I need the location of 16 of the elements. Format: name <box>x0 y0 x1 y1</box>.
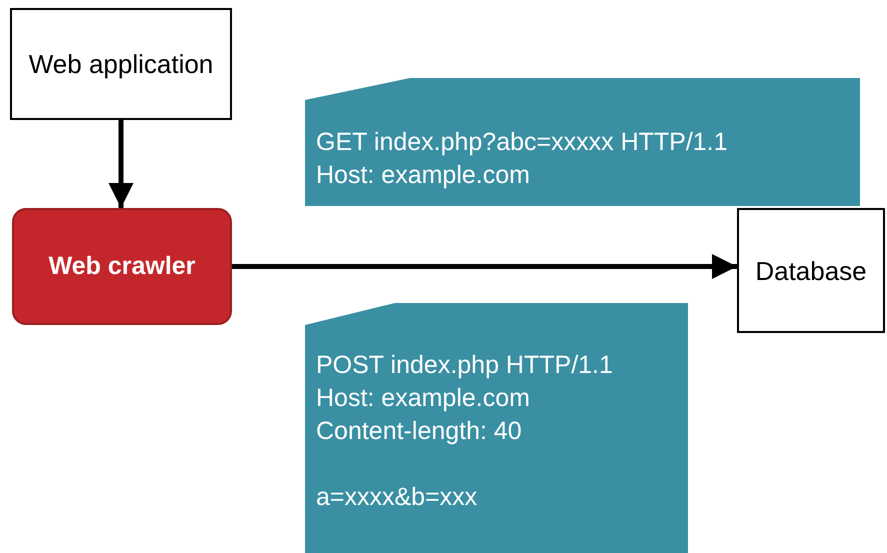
request-card <box>305 78 860 206</box>
arrow <box>108 120 134 208</box>
request-line: Host: example.com <box>316 160 530 191</box>
request-line: Host: example.com <box>316 383 530 414</box>
request-line: POST index.php HTTP/1.1 <box>316 350 613 381</box>
node-label: Database <box>755 254 867 288</box>
node-label: Web crawler <box>48 250 196 282</box>
process-box <box>10 8 232 120</box>
request-line: a=xxxx&b=xxx <box>316 482 478 513</box>
process-box <box>737 208 885 333</box>
request-line: Content-length: 40 <box>316 416 522 447</box>
request-card <box>305 303 688 553</box>
arrow <box>232 254 737 279</box>
request-line: GET index.php?abc=xxxxx HTTP/1.1 <box>316 127 728 158</box>
process-box <box>12 208 232 325</box>
node-label: Web application <box>28 48 214 81</box>
